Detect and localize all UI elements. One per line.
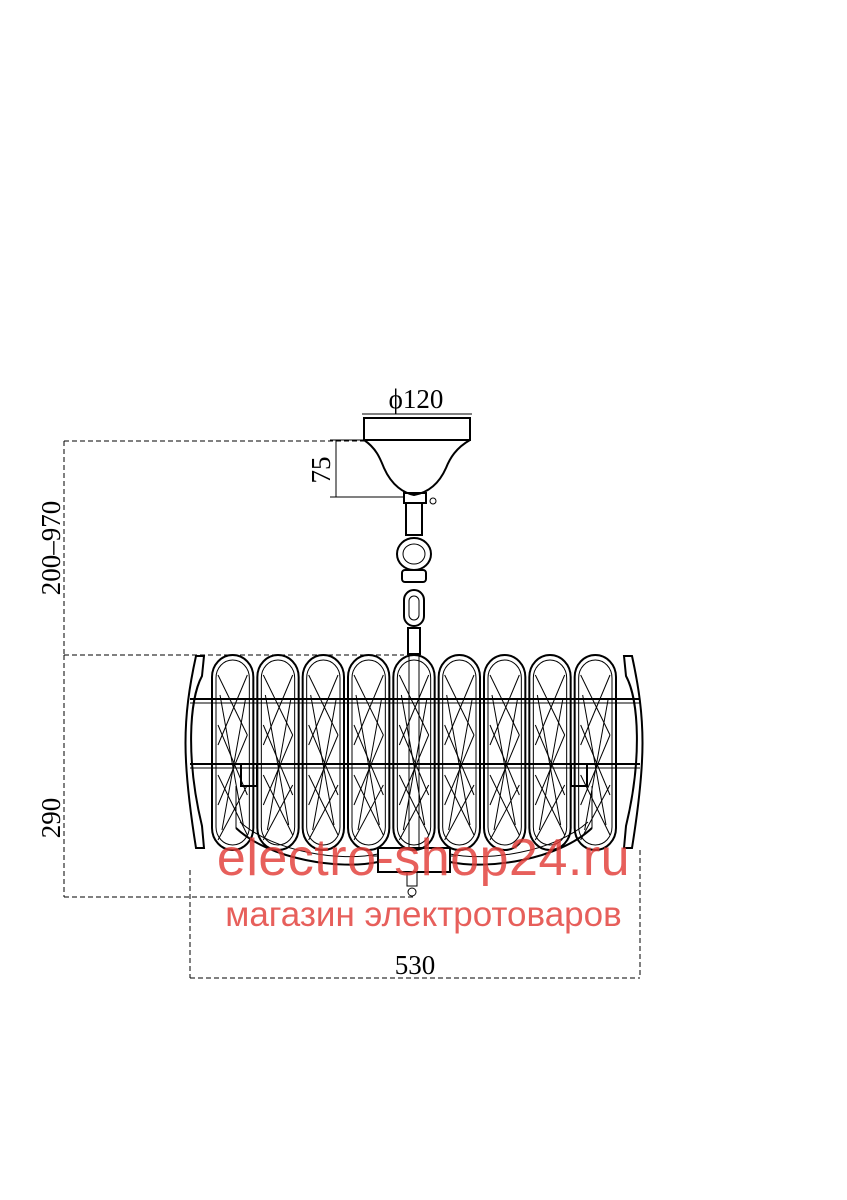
crystal-panels (211, 654, 618, 851)
suspension-chain (396, 502, 432, 655)
canopy-height-label: 75 (306, 457, 336, 484)
suspension-range-dimension: 200–970 (36, 440, 404, 656)
right-end-plate (622, 655, 644, 849)
finial (406, 871, 418, 887)
body-height-label: 290 (36, 798, 66, 839)
crystal-panel (573, 654, 618, 851)
body-width-dimension: 530 (189, 850, 641, 980)
suspension-range-label: 200–970 (36, 501, 66, 596)
canopy-height-dimension: 75 (306, 439, 404, 498)
watermark-tagline: магазин электротоваров (225, 895, 622, 934)
canopy-diameter-dimension: ϕ120 (362, 384, 472, 415)
left-end-plate (184, 655, 206, 849)
chandelier-body (184, 654, 644, 897)
watermark-site: electro-shop24.ru (216, 829, 631, 887)
bottom-arm (235, 827, 379, 866)
crystal-panel (301, 654, 345, 851)
crystal-panel (528, 654, 572, 851)
crystal-panel (437, 654, 481, 851)
crystal-panel (256, 654, 300, 851)
crystal-panel (347, 654, 391, 851)
right-candle-holder (570, 763, 588, 787)
crystal-panel (483, 654, 527, 851)
canopy (363, 417, 471, 505)
crystal-panel (211, 654, 255, 851)
body-height-dimension: 290 (36, 655, 416, 898)
canopy-diameter-label: ϕ120 (389, 384, 444, 414)
body-width-label: 530 (395, 950, 436, 980)
crystal-panel (392, 654, 436, 851)
left-candle-holder (240, 763, 258, 787)
